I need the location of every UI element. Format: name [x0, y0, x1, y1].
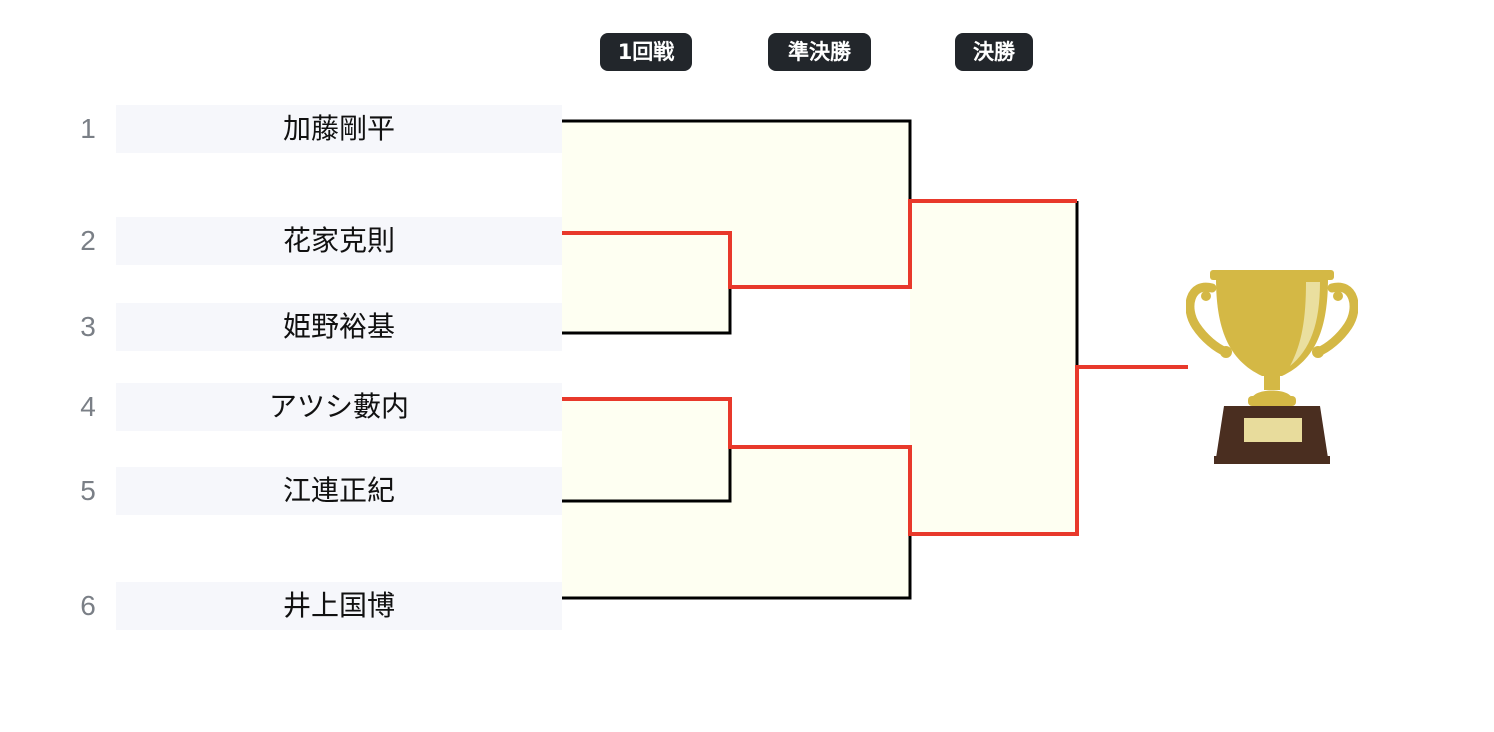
seed-6: 6: [80, 590, 96, 621]
seed-4: 4: [80, 391, 96, 422]
bracket-fill-upper-inner: [562, 233, 730, 333]
seed-5: 5: [80, 475, 96, 506]
round-badge-semifinal: 準決勝: [768, 33, 871, 71]
seed-3: 3: [80, 311, 96, 342]
bracket-lines-red: [562, 199, 1188, 536]
line-entry-1: [562, 119, 912, 201]
trophy-icon: [1186, 270, 1358, 464]
round-badge-1: 1回戦: [600, 33, 692, 71]
player-entry-4: アツシ藪内: [116, 383, 562, 431]
win-line-entry-2: [562, 199, 1077, 289]
player-entry-2: 花家克則: [116, 217, 562, 265]
seed-1: 1: [80, 113, 96, 144]
bracket-fill-final: [910, 201, 1077, 534]
line-entry-5: [562, 447, 732, 503]
round-badge-final: 決勝: [955, 33, 1033, 71]
player-entry-3: 姫野裕基: [116, 303, 562, 351]
bracket-fill-lower-inner: [562, 399, 730, 501]
player-entry-6: 井上国博: [116, 582, 562, 630]
bracket-fills: [562, 121, 1077, 598]
seed-2: 2: [80, 225, 96, 256]
player-entry-1: 加藤剛平: [116, 105, 562, 153]
line-entry-6: [562, 534, 912, 600]
bracket-lines-black: [562, 119, 1079, 600]
win-line-entry-4: [562, 365, 1188, 536]
line-entry-3: [562, 287, 732, 335]
player-entry-5: 江連正紀: [116, 467, 562, 515]
